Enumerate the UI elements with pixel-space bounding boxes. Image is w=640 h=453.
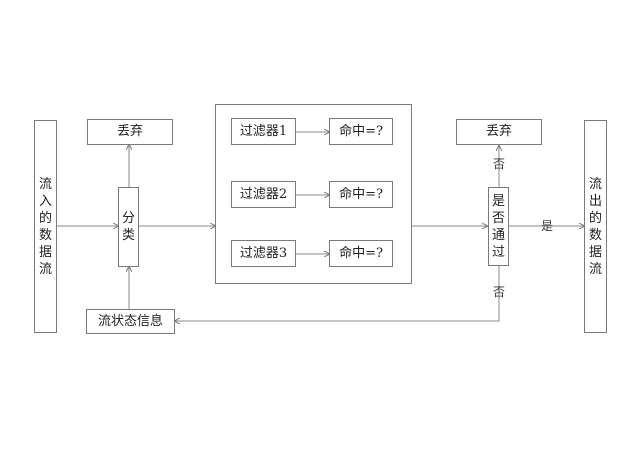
classify-label: 分类	[121, 211, 135, 243]
edge-label-no-bottom: 否	[493, 285, 506, 299]
hit1-label: 命中=?	[339, 123, 383, 139]
filter2-label: 过滤器2	[239, 186, 288, 202]
edge-label-no-top: 否	[493, 157, 506, 171]
edge-check-to-state	[175, 266, 500, 321]
discard-left-box: 丢弃	[87, 119, 173, 145]
discard-right-box: 丢弃	[456, 119, 542, 145]
hit1-box: 命中=?	[329, 118, 393, 145]
classify-box: 分类	[118, 187, 139, 267]
filter-group-frame	[215, 104, 412, 284]
discard-left-label: 丢弃	[116, 124, 143, 140]
filter1-box: 过滤器1	[231, 118, 296, 145]
hit2-label: 命中=?	[339, 186, 383, 202]
hit3-label: 命中=?	[339, 245, 383, 261]
hit2-box: 命中=?	[329, 181, 393, 208]
input-stream-label: 流入的数据流	[38, 176, 52, 277]
output-stream-label: 流出的数据流	[588, 176, 602, 277]
filter1-label: 过滤器1	[239, 123, 288, 139]
input-stream-box: 流入的数据流	[34, 120, 57, 333]
pass-check-label: 是否通过	[491, 193, 505, 260]
hit3-box: 命中=?	[329, 240, 393, 267]
edge-label-yes: 是	[541, 219, 554, 233]
filter3-box: 过滤器3	[231, 240, 296, 267]
filter2-box: 过滤器2	[231, 181, 296, 208]
discard-right-label: 丢弃	[485, 124, 512, 140]
filter3-label: 过滤器3	[239, 245, 288, 261]
stream-state-label: 流状态信息	[97, 313, 163, 329]
output-stream-box: 流出的数据流	[584, 120, 607, 333]
pass-check-box: 是否通过	[488, 187, 509, 266]
stream-state-box: 流状态信息	[86, 309, 175, 334]
